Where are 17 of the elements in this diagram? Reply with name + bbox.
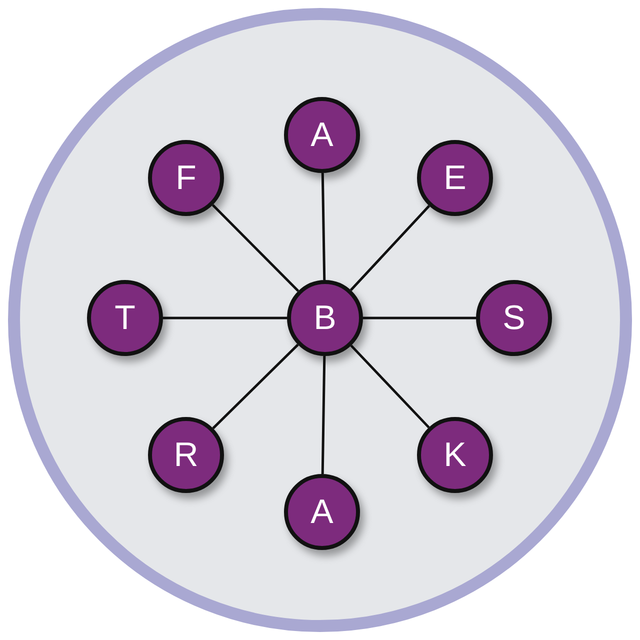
node-letter: A [310,118,334,152]
node-letter: S [502,301,526,335]
connector-line [350,205,430,291]
node-letter: A [310,495,334,529]
connector-line [350,344,430,428]
connector-line [363,316,476,320]
connector-line [321,172,326,280]
connector-line [163,316,287,320]
connector-line [212,204,300,292]
node-letter: K [444,438,466,472]
node-letter: B [314,301,336,335]
node-letter: T [114,301,136,335]
connector-line [212,344,299,430]
node-letter: E [444,161,466,195]
node-letter: R [174,438,198,472]
node-letter: F [176,161,196,195]
connector-line [321,356,326,474]
